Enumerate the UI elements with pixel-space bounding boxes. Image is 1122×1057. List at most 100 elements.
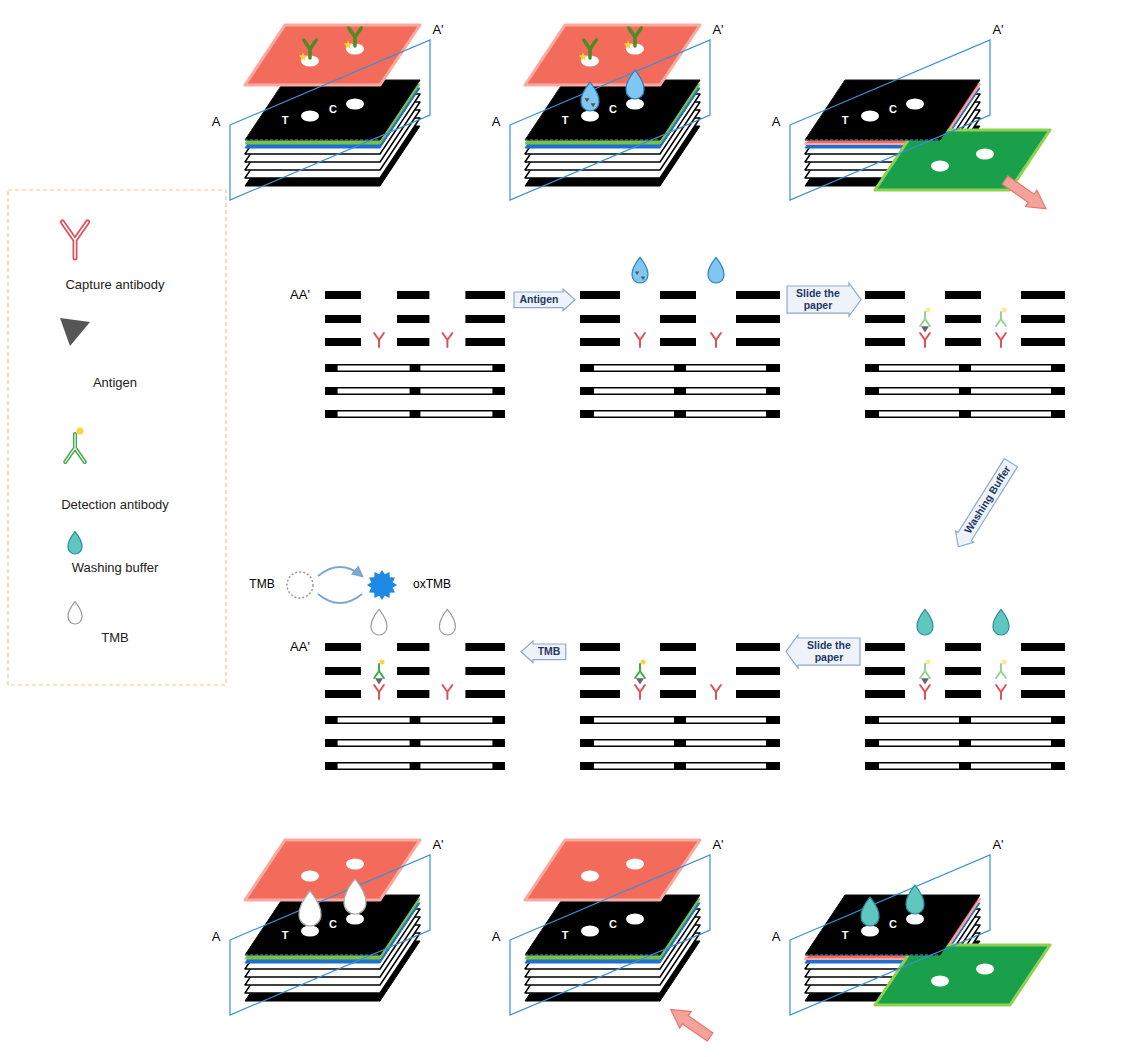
push-arrow [999,172,1051,217]
antibody [349,28,362,46]
device-view [510,25,710,200]
cross-section [325,609,505,770]
layer-gap [338,764,410,769]
step-label: Washing Buffer [963,464,1014,536]
layer-gap [420,389,492,394]
layer-gap [361,643,397,651]
antibody [711,333,721,347]
layer-gap [420,412,492,417]
layer-bar [325,410,505,418]
layer-bar [865,716,1065,724]
layer-bar [865,364,1065,372]
layer-gap [594,741,674,746]
drop [917,609,933,635]
section-plane [790,40,990,200]
antigen-icon [60,318,90,346]
layer-gap [971,389,1051,394]
antibody [920,333,930,347]
antigen [585,98,590,102]
layer-bar [580,387,780,395]
layer-bar [325,667,505,675]
layer-bar [865,690,1065,698]
layer-gap [594,718,674,723]
layer-gap [879,366,959,371]
section-marker: C [609,103,617,115]
layer-gap [696,643,736,651]
hole [976,149,994,160]
layer-gap [686,366,766,371]
layer-gap [429,643,465,651]
legend-box [8,190,226,685]
layer-gap [594,764,674,769]
antibody [996,333,1006,347]
antigen [921,326,929,332]
layer-bar [865,410,1065,418]
layer-gap [361,315,397,323]
drop [632,257,648,283]
layer-bar [580,338,780,346]
layer-gap [686,412,766,417]
layer-gap [696,667,736,675]
section-marker: T [282,114,289,126]
layer-bar [325,739,505,747]
layer-gap [879,718,959,723]
layer-bar [865,643,1065,651]
layer-bar [325,364,505,372]
legend-text: Detection antibody [61,498,169,512]
antibody [920,312,930,326]
antibody [65,434,85,462]
drop [993,609,1009,635]
section-marker: A [772,115,781,129]
antibody [629,28,642,46]
antibody [635,685,645,699]
layer-bar [580,716,780,724]
section-marker: A' [712,23,723,37]
antibody [996,312,1006,326]
step-label: Antigen [519,294,558,306]
layer-gap [338,366,410,371]
section-plane [510,855,710,1015]
label-dot [641,660,646,665]
layer-bar [325,338,505,346]
layer-gap [971,718,1051,723]
layer-bar [580,739,780,747]
label-star [299,53,308,61]
layer-gap [905,643,945,651]
label-dot [1002,308,1007,313]
detection-antibody [996,308,1006,327]
antigen [635,271,639,275]
layer-bar [865,762,1065,770]
cross-section [580,257,780,418]
layer-gap [905,291,945,299]
layer-bar [325,690,505,698]
layer-gap [879,389,959,394]
layer-gap [420,718,492,723]
step-arrow: Washing Buffer [950,457,1021,553]
antibody [374,685,384,699]
drop [439,609,455,635]
label-dot [77,428,84,435]
section-marker: A [492,930,501,944]
drop [299,891,321,926]
arrow-body [521,641,566,663]
layer-bar [580,690,780,698]
hole [581,926,599,937]
section-marker: T [842,929,849,941]
section-marker: T [562,114,569,126]
antigen [636,678,644,684]
cross-section [580,643,780,770]
section-marker: A [492,115,501,129]
device-view [230,25,430,200]
detection-antibody [920,660,930,679]
reagent-label: oxTMB [413,578,451,591]
label-dot [380,660,385,665]
hole [906,914,924,925]
detection-antibody [635,660,645,679]
hole [626,99,644,110]
layer-bar [580,667,780,675]
antigen [641,276,645,280]
section-marker: C [609,918,617,930]
layer-bar [865,387,1065,395]
layer-gap [361,291,397,299]
